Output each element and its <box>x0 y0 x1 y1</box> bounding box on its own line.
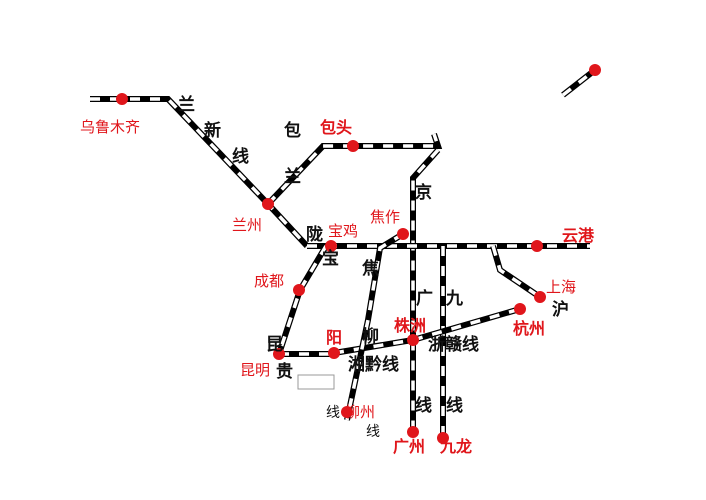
line-label: 昆 <box>266 335 283 355</box>
line-label: 线 <box>326 405 340 421</box>
line-label: 线 <box>366 424 380 440</box>
city-marker <box>437 432 449 444</box>
line-label: 贵 <box>276 361 293 382</box>
city-label-baoji: 宝鸡 <box>328 222 358 240</box>
line-label: 陇 <box>306 224 323 245</box>
city-label-zhuzhou: 株洲 <box>394 316 426 335</box>
label-box <box>297 374 335 390</box>
line-label: 线 <box>446 395 463 416</box>
city-label-lanzhou: 兰州 <box>232 216 262 234</box>
rail-line-jiaoliu <box>345 232 404 421</box>
city-marker <box>325 240 337 252</box>
city-label-liuzhou: 柳州 <box>345 403 375 421</box>
city-marker <box>273 348 285 360</box>
rail-line-jinghu <box>491 245 541 299</box>
rail-line-baolan <box>266 133 441 206</box>
city-marker <box>116 93 128 105</box>
city-marker <box>534 291 546 303</box>
city-label-shanghai: 上海 <box>546 278 576 296</box>
city-label-hangzhou: 杭州 <box>513 319 545 338</box>
city-marker <box>407 334 419 346</box>
line-label: 柳 <box>362 326 379 347</box>
line-label: 湘黔线 <box>348 354 399 375</box>
line-label: 兰 <box>178 94 195 115</box>
city-marker <box>262 198 274 210</box>
city-label-urumqi: 乌鲁木齐 <box>80 118 140 136</box>
city-marker <box>293 284 305 296</box>
rail-line-lanxin-outline <box>90 96 310 249</box>
city-marker <box>531 240 543 252</box>
line-label: 广 <box>416 288 433 309</box>
line-label: 焦 <box>361 258 379 279</box>
line-label: 包 <box>284 120 301 141</box>
line-label: 沪 <box>552 299 569 320</box>
line-label: 兰 <box>284 166 301 187</box>
city-label-jiaozuo: 焦作 <box>370 208 400 226</box>
city-label-chengdu: 成都 <box>254 272 284 290</box>
rail-line-jingguang <box>411 148 440 435</box>
line-label: 浙赣线 <box>428 334 479 355</box>
city-label-kunming: 昆明 <box>240 361 270 379</box>
line-label: 线 <box>415 395 432 416</box>
city-marker <box>407 426 419 438</box>
line-label: 京 <box>415 182 432 203</box>
rail-line-top-right <box>561 68 597 97</box>
city-label-guangzhou: 广州 <box>393 437 425 456</box>
city-label-guiyang: 阳 <box>326 328 342 347</box>
city-label-lianyungang: 云港 <box>562 226 595 245</box>
line-label: 宝 <box>322 248 339 269</box>
city-marker <box>397 228 409 240</box>
city-marker <box>341 406 353 418</box>
line-label: 新 <box>204 120 221 141</box>
line-label: 线 <box>232 146 249 167</box>
city-marker <box>589 64 601 76</box>
city-marker <box>347 140 359 152</box>
city-marker <box>514 303 526 315</box>
line-label: 九 <box>445 289 463 309</box>
city-label-baotou: 包头 <box>320 118 352 137</box>
city-marker <box>328 347 340 359</box>
city-label-jiulong: 九龙 <box>439 437 472 456</box>
